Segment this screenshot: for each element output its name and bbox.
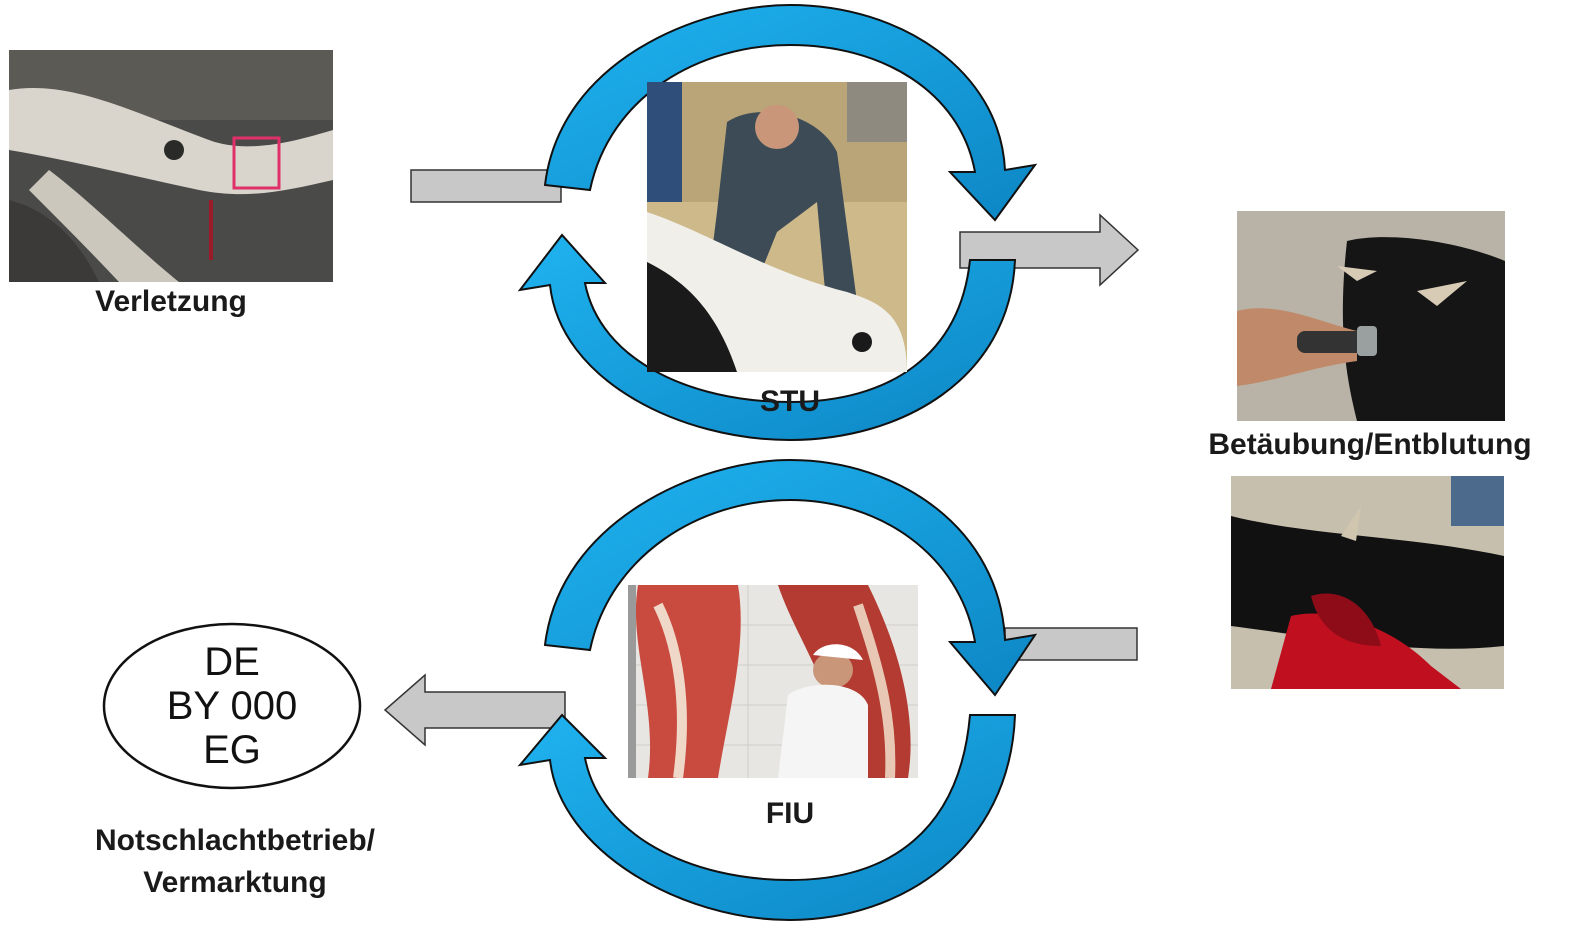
stu-label: STU xyxy=(760,385,820,418)
slaughterhouse-label-line2: Vermarktung xyxy=(143,866,327,899)
injury-label: Verletzung xyxy=(95,285,247,318)
stu-cycle-arrows xyxy=(517,3,1038,442)
stamp-line-eg: EG xyxy=(203,728,261,772)
flow-arrow-injury-to-stu xyxy=(410,169,562,203)
flow-arrow-fiu-to-slaughterhouse xyxy=(383,673,566,747)
slaughterhouse-label: Notschlachtbetrieb/ Vermarktung xyxy=(50,820,420,904)
cow-bleeding-photo xyxy=(1231,476,1504,689)
approval-stamp-text: DE BY 000 EG xyxy=(104,640,360,772)
veterinarian-examining-cow-photo xyxy=(647,82,907,372)
stunning-label: Betäubung/Entblutung xyxy=(1208,428,1532,461)
injury-marker-box xyxy=(232,136,281,190)
stamp-line-number: BY 000 xyxy=(166,684,298,728)
injured-cow-leg-photo xyxy=(9,50,333,282)
stamp-line-country: DE xyxy=(204,640,260,684)
approval-stamp-oval xyxy=(102,622,362,790)
fiu-label: FIU xyxy=(765,797,815,830)
fiu-cycle-arrows xyxy=(517,458,1038,922)
butcher-with-carcasses-photo xyxy=(628,585,918,778)
slaughterhouse-label-line1: Notschlachtbetrieb/ xyxy=(94,824,376,857)
cow-stunning-photo xyxy=(1237,211,1505,421)
